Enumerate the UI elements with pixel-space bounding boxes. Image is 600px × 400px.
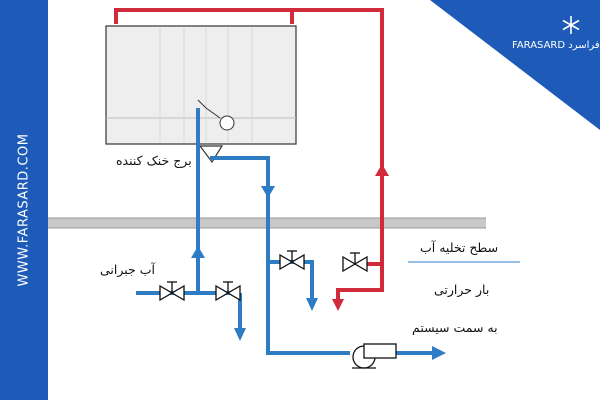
valve-icon-1 [159, 281, 185, 302]
label-cooling-tower: برج خنک کننده [116, 153, 192, 168]
valve-icon-2 [215, 281, 241, 302]
corner-triangle [430, 0, 600, 130]
blue-arrow-right-icon [432, 346, 446, 360]
label-heat-load: بار حرارتی [434, 282, 490, 297]
snowflake-icon [562, 16, 580, 34]
blue-arrow-down-icon-2 [234, 328, 246, 341]
red-arrow-up-icon [375, 164, 389, 176]
red-arrow-down-icon [332, 299, 344, 311]
hot-return-pipe [114, 8, 384, 300]
cold-supply-pipe [136, 108, 436, 355]
label-makeup-water: آب جبرانی [100, 262, 155, 277]
blue-arrow-up-icon [191, 246, 205, 258]
brand-logo: FARASARD فراسرد [512, 40, 600, 51]
valve-icon-3 [279, 250, 305, 271]
blue-arrow-down-icon-1 [261, 186, 275, 198]
float-ball-icon [219, 115, 235, 131]
valve-icon-4 [342, 252, 368, 273]
cooling-tower [105, 25, 297, 164]
label-to-system: به سمت سیستم [412, 320, 498, 335]
label-drain-level: سطح تخلیه آب [420, 240, 499, 255]
blue-arrow-down-icon-3 [306, 298, 318, 311]
pump-icon [352, 343, 397, 369]
side-brand-band [0, 0, 48, 400]
